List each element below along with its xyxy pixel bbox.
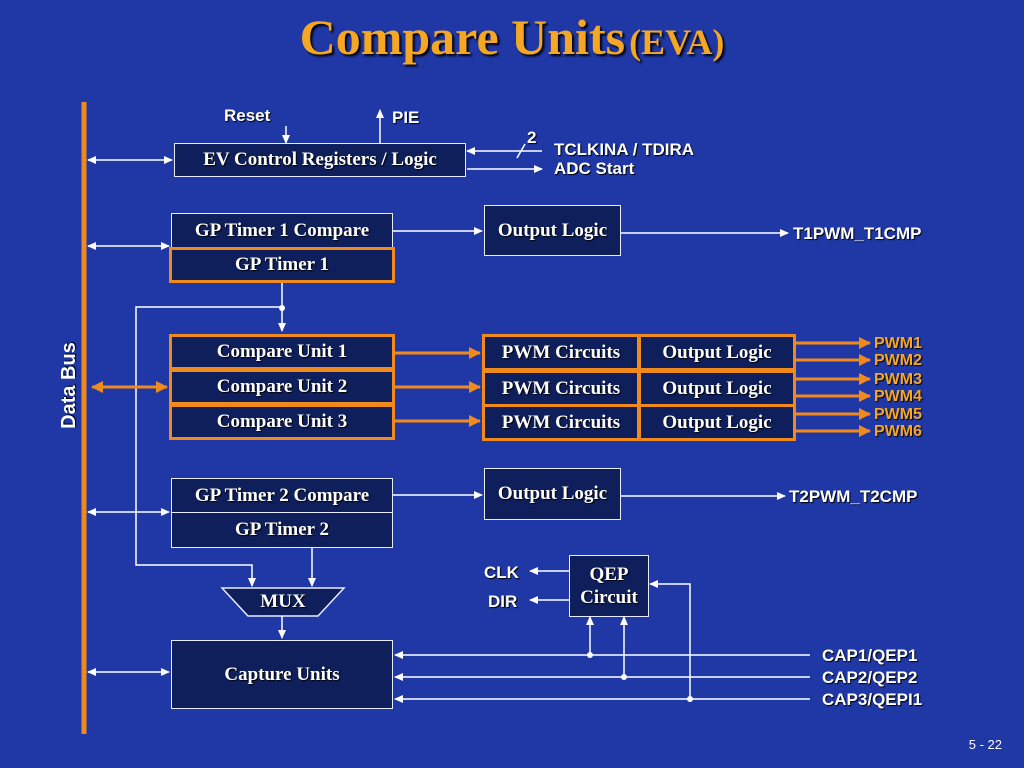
ev-control-registers-box: EV Control Registers / Logic bbox=[174, 143, 466, 177]
clk-label: CLK bbox=[484, 563, 519, 582]
gp-timer1-compare-box: GP Timer 1 Compare bbox=[171, 213, 393, 249]
bus-width-label: 2 bbox=[527, 128, 537, 147]
t2pwm-t2cmp-label: T2PWM_T2CMP bbox=[789, 487, 918, 506]
capture-units-box: Capture Units bbox=[171, 640, 393, 709]
output-logic-1-box: Output Logic bbox=[638, 334, 796, 371]
cap2-qep2-label: CAP2/QEP2 bbox=[822, 668, 918, 687]
pwm-circuits-2-box: PWM Circuits bbox=[482, 370, 640, 407]
cap3-qepi1-label: CAP3/QEPI1 bbox=[822, 690, 923, 709]
gp-timer2-compare-box: GP Timer 2 Compare bbox=[171, 478, 393, 514]
t1pwm-t1cmp-label: T1PWM_T1CMP bbox=[793, 224, 922, 243]
tclkina-tdira-label: TCLKINA / TDIRA bbox=[554, 140, 695, 159]
pwm5-label: PWM5 bbox=[874, 406, 922, 423]
qep-circuit-box: QEP Circuit bbox=[569, 555, 649, 617]
mux-label: MUX bbox=[260, 591, 306, 612]
compare-unit-1-box: Compare Unit 1 bbox=[169, 334, 395, 370]
page-number: 5 - 22 bbox=[968, 737, 1002, 752]
pwm-circuits-3-box: PWM Circuits bbox=[482, 404, 640, 441]
qep-line2: Circuit bbox=[580, 587, 638, 608]
title-main: Compare Units bbox=[299, 9, 626, 65]
qep-line1: QEP bbox=[589, 564, 629, 585]
slide-title: Compare Units (EVA) bbox=[0, 8, 1024, 66]
compare-unit-3-box: Compare Unit 3 bbox=[169, 404, 395, 440]
pwm2-label: PWM2 bbox=[874, 352, 922, 369]
reset-label: Reset bbox=[224, 106, 271, 125]
dir-label: DIR bbox=[488, 592, 518, 611]
mux-shape bbox=[220, 587, 346, 617]
cap1-qep1-label: CAP1/QEP1 bbox=[822, 646, 918, 665]
output-logic-t1-box: Output Logic bbox=[484, 205, 621, 256]
output-logic-3-box: Output Logic bbox=[638, 404, 796, 441]
pwm1-label: PWM1 bbox=[874, 335, 922, 352]
gp-timer2-box: GP Timer 2 bbox=[171, 512, 393, 548]
compare-unit-2-box: Compare Unit 2 bbox=[169, 369, 395, 405]
pwm-circuits-1-box: PWM Circuits bbox=[482, 334, 640, 371]
output-logic-t2-box: Output Logic bbox=[484, 468, 621, 520]
pwm4-label: PWM4 bbox=[874, 388, 922, 405]
adc-start-label: ADC Start bbox=[554, 159, 635, 178]
pwm6-label: PWM6 bbox=[874, 423, 922, 440]
gp-timer1-box: GP Timer 1 bbox=[169, 247, 395, 283]
output-logic-2-box: Output Logic bbox=[638, 370, 796, 407]
pwm3-label: PWM3 bbox=[874, 371, 922, 388]
pie-label: PIE bbox=[392, 108, 420, 127]
data-bus-label: Data Bus bbox=[57, 341, 80, 429]
title-sub: (EVA) bbox=[629, 22, 725, 62]
